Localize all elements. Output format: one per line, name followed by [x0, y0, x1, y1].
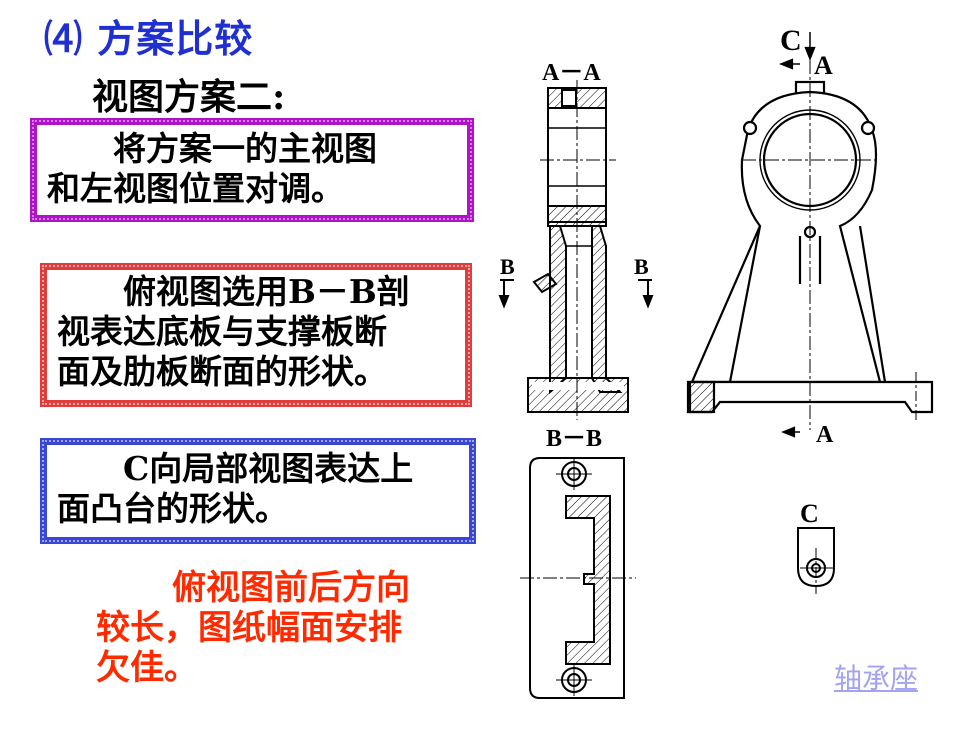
box-text: 面凸台的形状。 — [57, 489, 288, 528]
section-aa-view — [527, 80, 629, 420]
note-text: 俯视图前后方向 — [172, 568, 410, 608]
info-box-swap-views: 将方案一的主视图 和左视图位置对调。 — [30, 118, 474, 222]
front-view — [686, 32, 934, 438]
label-b-right: B — [634, 254, 649, 279]
page-title: ⑷ 方案比较 — [44, 16, 254, 61]
section-bb-view — [520, 457, 636, 699]
label-b-left: B — [500, 254, 515, 279]
info-box-section-bb: 俯视图选用B－B剖 视表达底板与支撑板断 面及肋板断面的形状。 — [40, 263, 472, 407]
box-text: 俯视图选用B－B剖 — [123, 272, 410, 311]
box-text: 面及肋板断面的形状。 — [57, 352, 387, 391]
box-text: C向局部视图表达上 — [123, 449, 414, 488]
bearing-seat-link[interactable]: 轴承座 — [834, 662, 919, 695]
box-text: 视表达底板与支撑板断 — [57, 312, 387, 351]
note-text: 欠佳。 — [96, 648, 198, 688]
box-text: 将方案一的主视图 — [113, 129, 377, 168]
note-text: 较长，图纸幅面安排 — [96, 608, 402, 648]
label-section-bb: B－B — [546, 426, 602, 452]
label-a-bottom: A — [816, 422, 834, 448]
layout-note: 俯视图前后方向 较长，图纸幅面安排 欠佳。 — [96, 568, 410, 688]
info-box-c-view: C向局部视图表达上 面凸台的形状。 — [40, 438, 476, 544]
label-c-top: C — [780, 24, 802, 57]
cutting-plane-b — [498, 272, 654, 309]
label-section-aa: A－A — [542, 60, 601, 86]
c-partial-view — [797, 527, 835, 594]
label-c-view: C — [800, 499, 819, 528]
box-text: 和左视图位置对调。 — [47, 169, 344, 208]
label-a-top: A — [814, 51, 833, 80]
scheme-subtitle: 视图方案二: — [92, 76, 286, 118]
